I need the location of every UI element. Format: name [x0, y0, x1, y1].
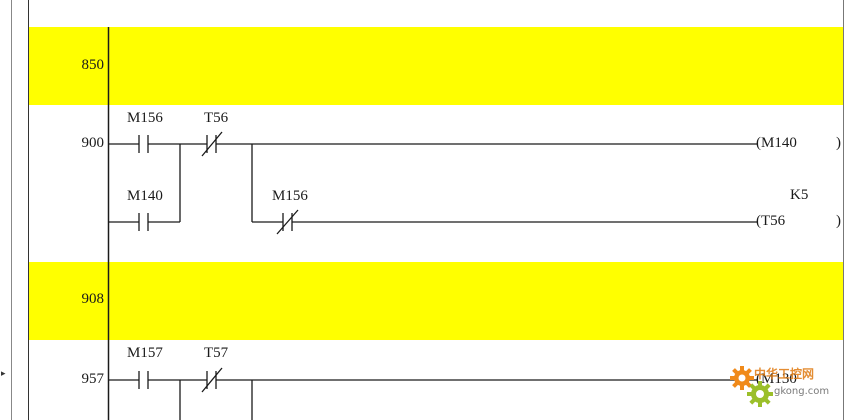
coil-m140[interactable]: (M140 — [756, 135, 797, 151]
contact-m140-no[interactable] — [138, 213, 149, 231]
contact-label-t56: T56 — [204, 110, 229, 126]
rung-900[interactable] — [108, 131, 758, 235]
contact-label-t57: T57 — [204, 345, 229, 361]
coil-m130[interactable]: (M130 — [756, 371, 797, 387]
rung-957[interactable] — [108, 367, 758, 420]
step-number-900: 900 — [81, 135, 105, 151]
contact-m156-no[interactable] — [138, 135, 149, 153]
contact-m157-no[interactable] — [138, 371, 149, 389]
watermark-text: 中华工控网 — [754, 367, 815, 381]
watermark: 中华工控网 gkong.com — [728, 362, 860, 412]
scroll-right-arrow-icon[interactable]: ▸ — [1, 369, 6, 379]
step-number-908: 908 — [81, 291, 105, 307]
coil-t56[interactable]: (T56 — [756, 213, 786, 229]
contact-label-m156-nc: M156 — [272, 188, 308, 204]
comment-band-850[interactable] — [28, 27, 843, 105]
contact-label-m140: M140 — [127, 188, 163, 204]
coil-m140-close: ) — [836, 135, 841, 151]
timer-setting-k5: K5 — [790, 187, 809, 203]
step-number-957: 957 — [81, 371, 105, 387]
ladder-row-blank — [28, 0, 843, 27]
contact-label-m157: M157 — [127, 345, 163, 361]
contact-label-m156: M156 — [127, 110, 163, 126]
comment-band-908[interactable] — [28, 262, 843, 340]
step-number-850: 850 — [81, 57, 105, 73]
coil-t56-close: ) — [836, 213, 841, 229]
gear-icon — [730, 366, 773, 407]
watermark-url: gkong.com — [774, 386, 830, 397]
